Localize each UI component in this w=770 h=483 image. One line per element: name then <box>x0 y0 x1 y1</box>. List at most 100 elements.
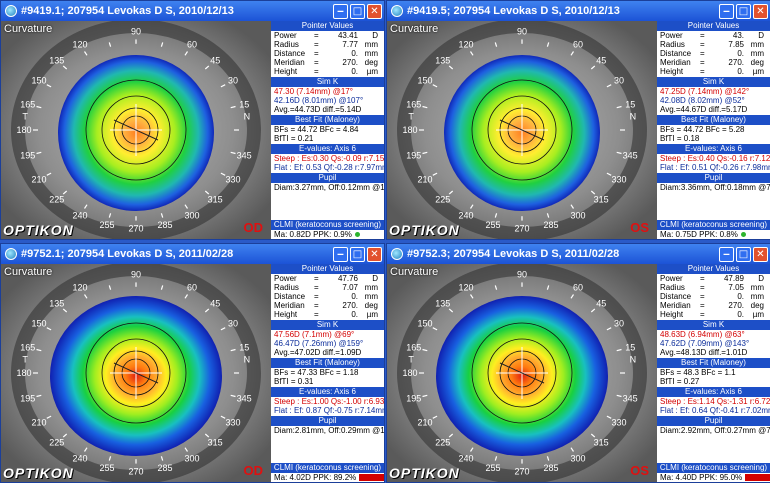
pointer-cell: Meridian <box>274 301 305 310</box>
window-titlebar[interactable]: #9752.1; 207954 Levokas D S, 2011/02/28‒… <box>1 244 384 264</box>
maximize-icon[interactable]: □ <box>736 246 751 262</box>
maximize-icon[interactable]: □ <box>350 246 365 262</box>
meridian-label: 300 <box>184 453 199 463</box>
meridian-tick <box>432 415 438 419</box>
bestfit-l1: BFs = 47.33 BFc = 1.18 <box>274 368 359 377</box>
pointer-cell: Distance <box>274 49 306 58</box>
meridian-label: 225 <box>435 195 450 205</box>
pointer-cell: deg <box>364 301 378 310</box>
minimize-icon[interactable]: ‒ <box>333 246 348 262</box>
clmi-info: Ma: 0.82D PPK: 0.9% <box>271 230 384 239</box>
clmi-status-indicator <box>745 474 770 482</box>
pointer-row: Height=0.µm <box>271 67 384 76</box>
pupil-info: Diam:3.36mm, Off:0.18mm @72° <box>660 183 770 192</box>
pointer-cell: = <box>700 310 705 319</box>
window-title: #9752.3; 207954 Levokas D S, 2011/02/28 <box>407 248 620 260</box>
bestfit-header: Best Fit (Maloney) <box>271 358 384 368</box>
minimize-icon[interactable]: ‒ <box>719 246 734 262</box>
close-icon[interactable]: ✕ <box>753 3 768 19</box>
pupil-header: Pupil <box>271 173 384 183</box>
pupil-info: Diam:2.92mm, Off:0.27mm @79° <box>660 426 770 435</box>
maximize-icon[interactable]: □ <box>736 3 751 19</box>
bestfit-header: Best Fit (Maloney) <box>271 115 384 125</box>
meridian-tick <box>432 172 438 176</box>
meridian-tick <box>46 415 52 419</box>
pointer-cell: = <box>700 292 705 301</box>
meridian-label: 45 <box>210 298 220 308</box>
pointer-cell: = <box>700 283 705 292</box>
simk-k1: 47.25D (7.14mm) @142° <box>660 87 750 96</box>
bestfit-l1: BFs = 48.3 BFc = 1.1 <box>660 368 736 377</box>
close-icon[interactable]: ✕ <box>367 3 382 19</box>
clmi-section: CLMI (keratoconus screening)Ma: 0.75D PP… <box>657 220 770 239</box>
meridian-label: T <box>22 354 28 364</box>
meridian-tick <box>220 327 226 331</box>
minimize-icon[interactable]: ‒ <box>333 3 348 19</box>
meridian-label: 15 <box>239 343 249 353</box>
meridian-label: 270 <box>128 224 143 234</box>
close-icon[interactable]: ✕ <box>367 246 382 262</box>
pointer-cell: 7.85 <box>728 40 744 49</box>
simk-k2: 42.16D (8.01mm) @107° <box>274 96 364 105</box>
pointer-cell: 270. <box>728 301 744 310</box>
axis-line <box>499 362 545 384</box>
meridian-label: 225 <box>435 438 450 448</box>
meridian-tick <box>184 447 189 452</box>
meridian-tick <box>204 433 210 438</box>
pointer-cell: mm <box>364 40 378 49</box>
close-icon[interactable]: ✕ <box>753 246 768 262</box>
meridian-label: 300 <box>570 453 585 463</box>
meridian-tick <box>570 204 575 209</box>
bestfit-l1: BFs = 44.72 BFc = 5.28 <box>660 125 745 134</box>
meridian-label: 345 <box>623 151 638 161</box>
meridian-label: 330 <box>225 417 240 427</box>
pupil-header: Pupil <box>657 173 770 183</box>
pointer-cell: 0. <box>737 292 744 301</box>
pointer-row: Meridian=270.deg <box>657 58 770 67</box>
meridian-label: 285 <box>157 220 172 230</box>
meridian-tick <box>83 447 88 452</box>
minimize-icon[interactable]: ‒ <box>719 3 734 19</box>
zone-ring <box>85 79 187 181</box>
meridian-label: 45 <box>596 55 606 65</box>
pointer-cell: = <box>314 274 319 283</box>
meridian-label: 120 <box>458 40 473 50</box>
meridian-label: 30 <box>614 319 624 329</box>
bestfit-l1: BFs = 44.72 BFc = 4.84 <box>274 125 359 134</box>
pointer-cell: µm <box>366 310 378 319</box>
bestfit-header: Best Fit (Maloney) <box>657 358 770 368</box>
meridian-label: 210 <box>417 417 432 427</box>
meridian-label: 150 <box>31 76 46 86</box>
window-titlebar[interactable]: #9419.5; 207954 Levokas D S, 2010/12/13‒… <box>387 1 770 21</box>
meridian-tick <box>616 394 622 398</box>
clmi-header: CLMI (keratoconus screening) <box>271 463 384 473</box>
simk-k1: 47.56D (7.1mm) @69° <box>274 330 355 339</box>
topography-window[interactable]: #9752.3; 207954 Levokas D S, 2011/02/28 ‒… <box>386 243 770 483</box>
evalues-steep: Steep : Es:1.14 Qs:-1.31 r:6.72mm <box>660 397 770 406</box>
window-titlebar[interactable]: #9752.3; 207954 Levokas D S, 2011/02/28 ‒… <box>387 244 770 264</box>
window-titlebar[interactable]: #9419.1; 207954 Levokas D S, 2010/12/13‒… <box>1 1 384 21</box>
meridian-tick <box>108 456 112 461</box>
topography-window[interactable]: #9419.5; 207954 Levokas D S, 2010/12/13‒… <box>386 0 770 240</box>
simk-k1: 47.30 (7.14mm) @17° <box>274 87 353 96</box>
evalues-steep: Steep : Es:0.40 Qs:-0.16 r:7.12mm <box>660 154 770 163</box>
topography-window[interactable]: #9419.1; 207954 Levokas D S, 2010/12/13‒… <box>0 0 385 240</box>
topography-window[interactable]: #9752.1; 207954 Levokas D S, 2011/02/28‒… <box>0 243 385 483</box>
maximize-icon[interactable]: □ <box>350 3 365 19</box>
meridian-tick <box>469 294 474 299</box>
meridian-label: 300 <box>184 210 199 220</box>
meridian-label: 240 <box>72 210 87 220</box>
meridian-tick <box>448 433 454 438</box>
meridian-label: 150 <box>417 76 432 86</box>
pointer-cell: 0. <box>351 310 358 319</box>
